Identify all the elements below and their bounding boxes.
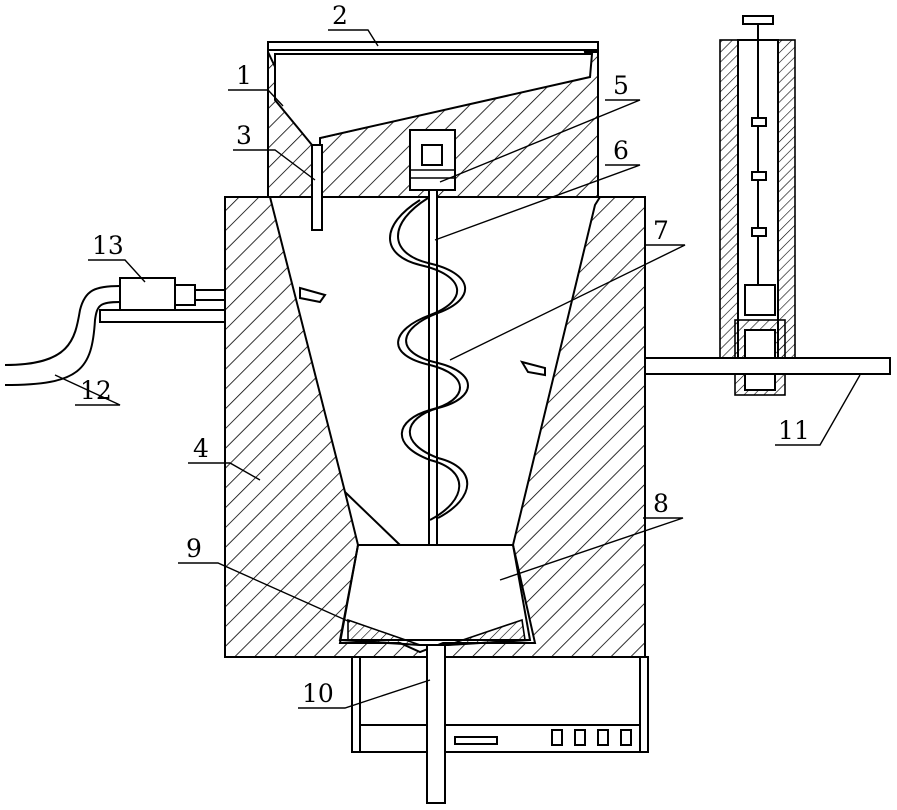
callout-7: 7	[653, 216, 669, 245]
callout-11: 11	[778, 416, 810, 445]
callout-1: 1	[236, 61, 252, 90]
callout-3: 3	[236, 121, 252, 150]
callout-6: 6	[613, 136, 629, 165]
callout-12: 12	[80, 376, 112, 405]
screw-conveyor	[390, 190, 468, 545]
bottom-box	[352, 645, 648, 803]
callout-10: 10	[302, 679, 334, 708]
callout-2: 2	[332, 1, 348, 30]
callout-13: 13	[92, 231, 124, 260]
callout-9: 9	[186, 534, 202, 563]
callout-4: 4	[193, 434, 209, 463]
callout-5: 5	[613, 71, 629, 100]
callout-8: 8	[653, 489, 669, 518]
lower-chamber	[340, 545, 530, 645]
